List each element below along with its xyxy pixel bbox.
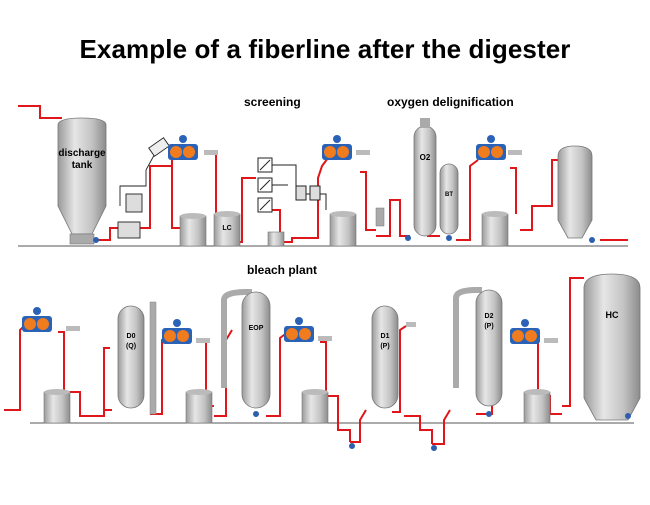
tank-label-discharge-line2: tank (72, 160, 93, 171)
pump-icon (589, 237, 595, 243)
storage-tank (557, 145, 595, 243)
tank-label-d0-line2: (Q) (126, 343, 136, 350)
screen-reject-tank (267, 231, 285, 247)
pump-icon (253, 411, 259, 417)
page-title: Example of a fiberline after the digeste… (79, 34, 571, 64)
filtrate-tank (179, 213, 207, 247)
o2-reactor: O2 (405, 118, 437, 241)
o2-filtrate-tank (481, 211, 509, 247)
d2-tower: D2 (P) (453, 287, 503, 417)
d1-tower: D1 (P) (371, 305, 416, 409)
tank-label-hc: HC (606, 310, 619, 320)
row-1-pipes (18, 105, 628, 243)
pump-icon (431, 445, 437, 451)
tank-label-bt: BT (445, 192, 453, 198)
washer-icon (510, 319, 558, 344)
discharge-tank: discharge tank (57, 117, 107, 245)
tank-label-d0-line1: D0 (127, 333, 136, 340)
d2-filtrate-tank (523, 389, 551, 424)
washer-icon (322, 135, 370, 160)
washer-icon (284, 317, 332, 342)
tank-label-eop: EOP (249, 325, 264, 332)
washer-icon (168, 135, 218, 160)
hc-tower: HC (583, 273, 641, 421)
screened-pulp-tank (329, 211, 357, 247)
filtrate-tank-row2 (43, 389, 71, 424)
section-label-bleach-plant: bleach plant (247, 263, 318, 277)
pump-icon (405, 235, 411, 241)
tank-label-d1-line1: D1 (381, 333, 390, 340)
pump-icon (93, 237, 99, 243)
washer-icon (22, 307, 80, 332)
d0-tower: D0 (Q) (117, 301, 157, 415)
section-label-oxygen-delignification: oxygen delignification (387, 95, 514, 109)
tank-label-lc: LC (222, 225, 231, 232)
screens (257, 157, 327, 213)
tank-label-d1-line2: (P) (380, 343, 389, 350)
lc-tank: LC (213, 211, 241, 247)
pump-icon (349, 443, 355, 449)
bt-tank: BT (439, 163, 459, 241)
tank-label-discharge-line1: discharge (58, 148, 106, 159)
tank-label-d2-line1: D2 (485, 313, 494, 320)
knot-separator (117, 137, 170, 239)
eop-filtrate-tank (301, 389, 329, 424)
pump-icon (625, 413, 631, 419)
pump-icon (446, 235, 452, 241)
tank-label-o2: O2 (420, 153, 431, 162)
pump-icon (486, 411, 492, 417)
section-label-screening: screening (244, 95, 301, 109)
tank-label-d2-line2: (P) (484, 323, 493, 330)
washer-icon (476, 135, 522, 160)
washer-icon (162, 319, 210, 344)
eop-tower: EOP (221, 289, 271, 417)
d0-filtrate-tank (185, 389, 213, 424)
mixer (375, 207, 385, 227)
